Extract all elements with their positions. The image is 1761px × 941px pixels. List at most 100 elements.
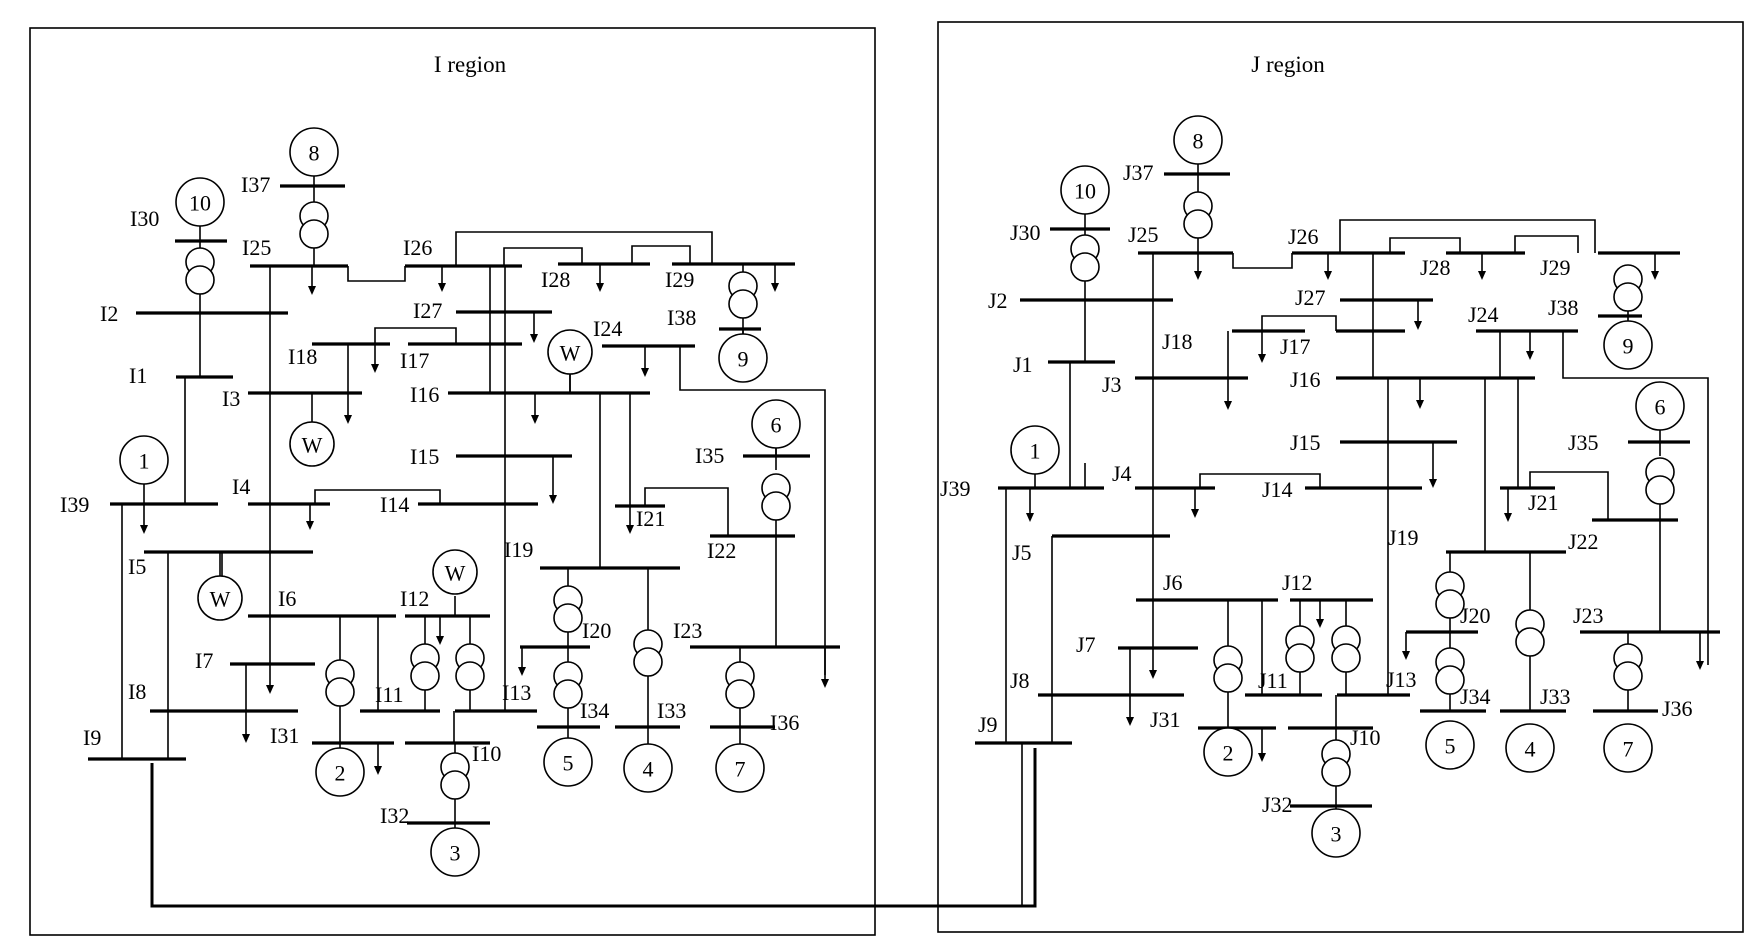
branch-line (644, 487, 729, 536)
generator-number: 7 (1623, 737, 1634, 762)
load-arrow-icon (518, 667, 526, 676)
transformer-icon (633, 647, 663, 677)
load-arrow-icon (1478, 271, 1486, 280)
bus-label: J26 (1288, 224, 1319, 249)
bus-label: I1 (129, 363, 147, 388)
bus-label: I14 (380, 492, 409, 517)
generator-icon: 6 (751, 399, 801, 449)
transformer-icon (553, 603, 583, 633)
generator-icon: 7 (1603, 723, 1653, 773)
bus-label: J31 (1150, 707, 1181, 732)
load-arrow-icon (1504, 513, 1512, 522)
generator-circle (1173, 115, 1223, 165)
branch-line (314, 489, 441, 504)
generator-circle (1425, 720, 1475, 770)
load-arrow-icon (1258, 753, 1266, 762)
bus-label: I18 (288, 344, 317, 369)
bus-label: J4 (1112, 461, 1132, 486)
bus-label: J38 (1548, 295, 1579, 320)
bus-label: J23 (1573, 603, 1604, 628)
i-region-title: I region (434, 52, 507, 77)
generator-circle (751, 399, 801, 449)
transformer-icon (185, 265, 215, 295)
generator-number: 9 (1623, 334, 1634, 359)
bus-label: J36 (1662, 696, 1693, 721)
branch-line (679, 346, 826, 675)
bus-label: I16 (410, 382, 439, 407)
bus-label: I10 (472, 741, 501, 766)
bus-label: I36 (770, 710, 799, 735)
bus-label: I26 (403, 235, 432, 260)
bus-label: I28 (541, 267, 570, 292)
generator-icon: 6 (1635, 381, 1685, 431)
branch-line (1529, 471, 1609, 520)
branch-line (1514, 235, 1579, 253)
bus-label: I34 (580, 698, 609, 723)
generator-number: 10 (189, 191, 211, 216)
bus-label: I5 (128, 554, 146, 579)
generator-number: 8 (309, 141, 320, 166)
branch-line (1232, 253, 1293, 269)
bus-label: J30 (1010, 220, 1041, 245)
generator-icon: 8 (289, 127, 339, 177)
bus-label: I7 (195, 648, 213, 673)
bus-label: I27 (413, 298, 442, 323)
bus-label: I17 (400, 348, 429, 373)
load-arrow-icon (530, 334, 538, 343)
bus-label: J24 (1468, 302, 1499, 327)
bus-label: J29 (1540, 255, 1571, 280)
transformer-icon (440, 770, 470, 800)
bus-label: I29 (665, 267, 694, 292)
generator-icon: 1 (119, 435, 169, 485)
wind-farm-icon: W (547, 329, 593, 375)
generator-icon: 5 (543, 737, 593, 787)
bus-label: J14 (1262, 477, 1293, 502)
generator-number: 6 (771, 413, 782, 438)
generator-icon: 10 (1060, 165, 1110, 215)
generator-number: 1 (139, 449, 150, 474)
bus-label: J34 (1460, 684, 1491, 709)
generator-number: 4 (643, 757, 654, 782)
bus-label: I30 (130, 206, 159, 231)
generator-circle (175, 177, 225, 227)
load-arrow-icon (1416, 400, 1424, 409)
generator-icon: 1 (1010, 425, 1060, 475)
generator-number: 3 (1331, 822, 1342, 847)
bus-label: J2 (988, 288, 1008, 313)
load-arrow-icon (771, 283, 779, 292)
generator-circle (1505, 723, 1555, 773)
transformer-icon (725, 679, 755, 709)
load-arrow-icon (266, 685, 274, 694)
transformer-icon (1613, 661, 1643, 691)
branch-line (347, 266, 406, 282)
generator-icon: 3 (430, 827, 480, 877)
generator-circle (718, 333, 768, 383)
transformer-icon (1285, 643, 1315, 673)
transformer-icon (553, 679, 583, 709)
branch-line (374, 327, 457, 344)
generator-circle (315, 747, 365, 797)
load-arrow-icon (1026, 513, 1034, 522)
load-arrow-icon (1651, 271, 1659, 280)
bus-label: I20 (582, 618, 611, 643)
load-arrow-icon (436, 636, 444, 645)
generator-circle (543, 737, 593, 787)
bus-label: J19 (1388, 525, 1419, 550)
bus-label: J15 (1290, 430, 1321, 455)
bus-label: J16 (1290, 367, 1321, 392)
transformer-icon (728, 289, 758, 319)
j-region-frame (937, 21, 1744, 933)
load-arrow-icon (1258, 354, 1266, 363)
bus-label: I4 (232, 474, 250, 499)
load-arrow-icon (1191, 509, 1199, 518)
transformer-icon (410, 661, 440, 691)
branch-line (1199, 473, 1321, 488)
transformer-icon (455, 661, 485, 691)
load-arrow-icon (641, 368, 649, 377)
generator-number: 7 (735, 757, 746, 782)
bus-label: I19 (504, 537, 533, 562)
generator-circle (1635, 381, 1685, 431)
generator-number: 3 (450, 841, 461, 866)
generator-number: 2 (1223, 741, 1234, 766)
